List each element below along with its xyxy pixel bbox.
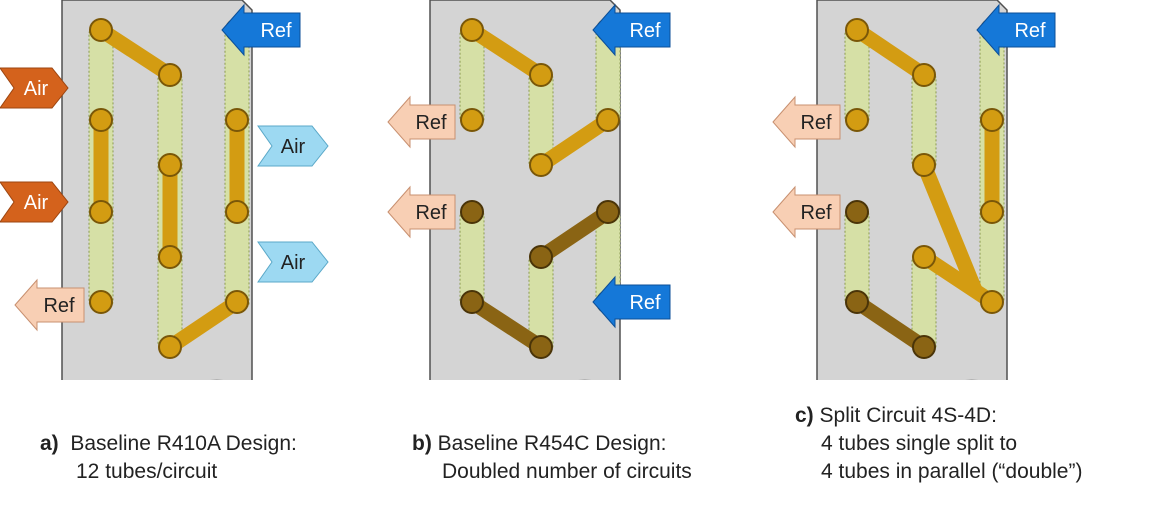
panel-c: Ref Ref Ref xyxy=(772,0,1056,380)
air-outlet-arrow: Air xyxy=(257,125,329,167)
caption-label: a) xyxy=(40,432,59,455)
panel-a: Air Air Air Air Ref Ref xyxy=(0,0,329,380)
ref-outlet-arrow: Ref xyxy=(14,278,85,332)
tube-bend xyxy=(916,157,983,298)
panel-b: Ref Ref Ref Ref xyxy=(387,0,671,380)
tube-bend xyxy=(849,294,932,355)
ref-arrow-label: Ref xyxy=(415,202,447,224)
tube xyxy=(912,335,936,359)
ref-inlet-arrow: Ref xyxy=(592,275,671,329)
tube xyxy=(225,290,249,314)
tube-bend xyxy=(849,22,932,83)
tube-bend xyxy=(533,112,616,173)
tube xyxy=(460,290,484,314)
tube xyxy=(596,200,620,224)
tube xyxy=(460,200,484,224)
tube xyxy=(980,290,1004,314)
tube xyxy=(89,108,113,132)
ref-outlet-arrow: Ref xyxy=(772,95,841,149)
tube xyxy=(225,108,249,132)
tube xyxy=(980,108,1004,132)
tube xyxy=(845,200,869,224)
tube xyxy=(460,18,484,42)
ref-arrow-label: Ref xyxy=(800,112,832,134)
tube xyxy=(529,245,553,269)
ref-arrow-label: Ref xyxy=(800,202,832,224)
tube xyxy=(529,63,553,87)
caption-line: 4 tubes single split to xyxy=(821,432,1018,455)
ref-outlet-arrow: Ref xyxy=(387,185,456,239)
tube xyxy=(460,108,484,132)
tube-bend xyxy=(464,294,549,355)
caption-line: Doubled number of circuits xyxy=(442,460,692,483)
tube xyxy=(596,108,620,132)
air-inlet-arrow: Air xyxy=(0,181,69,223)
caption-line: 4 tubes in parallel (“double”) xyxy=(821,460,1083,483)
tube xyxy=(89,200,113,224)
tube xyxy=(529,335,553,359)
caption-line: Split Circuit 4S-4D: xyxy=(819,404,997,427)
air-outlet-arrow: Air xyxy=(257,241,329,283)
caption-line: 12 tubes/circuit xyxy=(76,460,218,483)
tube xyxy=(912,245,936,269)
ref-outlet-arrow: Ref xyxy=(387,95,456,149)
tube xyxy=(158,63,182,87)
air-arrow-label: Air xyxy=(281,252,306,274)
tube xyxy=(89,18,113,42)
ref-inlet-arrow: Ref xyxy=(221,3,301,57)
tube xyxy=(158,153,182,177)
tube xyxy=(980,200,1004,224)
air-arrow-label: Air xyxy=(24,192,49,214)
caption-c: c) Split Circuit 4S-4D: 4 tubes single s… xyxy=(795,402,1082,486)
ref-inlet-arrow: Ref xyxy=(592,3,671,57)
caption-label: c) xyxy=(795,404,814,427)
ref-outlet-arrow: Ref xyxy=(772,185,841,239)
ref-arrow-label: Ref xyxy=(1014,20,1046,42)
ref-arrow-label: Ref xyxy=(415,112,447,134)
tube-bend xyxy=(93,22,178,83)
caption-label: b) xyxy=(412,432,432,455)
ref-arrow-label: Ref xyxy=(629,292,661,314)
ref-arrow-label: Ref xyxy=(629,20,661,42)
ref-arrow-label: Ref xyxy=(43,295,75,317)
air-inlet-arrow: Air xyxy=(0,67,69,109)
circuit-diagram: Air Air Air Air Ref Ref xyxy=(0,0,1056,380)
tube xyxy=(912,153,936,177)
caption-line: Baseline R454C Design: xyxy=(437,432,667,455)
tube-bend xyxy=(162,294,245,355)
caption-b: b) Baseline R454C Design: Doubled number… xyxy=(412,430,692,486)
tube xyxy=(845,18,869,42)
caption-line: Baseline R410A Design: xyxy=(70,432,297,455)
tube xyxy=(158,245,182,269)
ref-inlet-arrow: Ref xyxy=(976,3,1056,57)
tube xyxy=(225,200,249,224)
tube-bend xyxy=(533,204,616,265)
tube xyxy=(845,290,869,314)
ref-arrow-label: Ref xyxy=(260,20,292,42)
air-arrow-label: Air xyxy=(24,78,49,100)
air-arrow-label: Air xyxy=(281,136,306,158)
tube xyxy=(529,153,553,177)
tube xyxy=(912,63,936,87)
caption-a: a) Baseline R410A Design: 12 tubes/circu… xyxy=(40,430,297,486)
tube xyxy=(89,290,113,314)
tube-bend xyxy=(464,22,549,83)
tube xyxy=(158,335,182,359)
tube xyxy=(845,108,869,132)
